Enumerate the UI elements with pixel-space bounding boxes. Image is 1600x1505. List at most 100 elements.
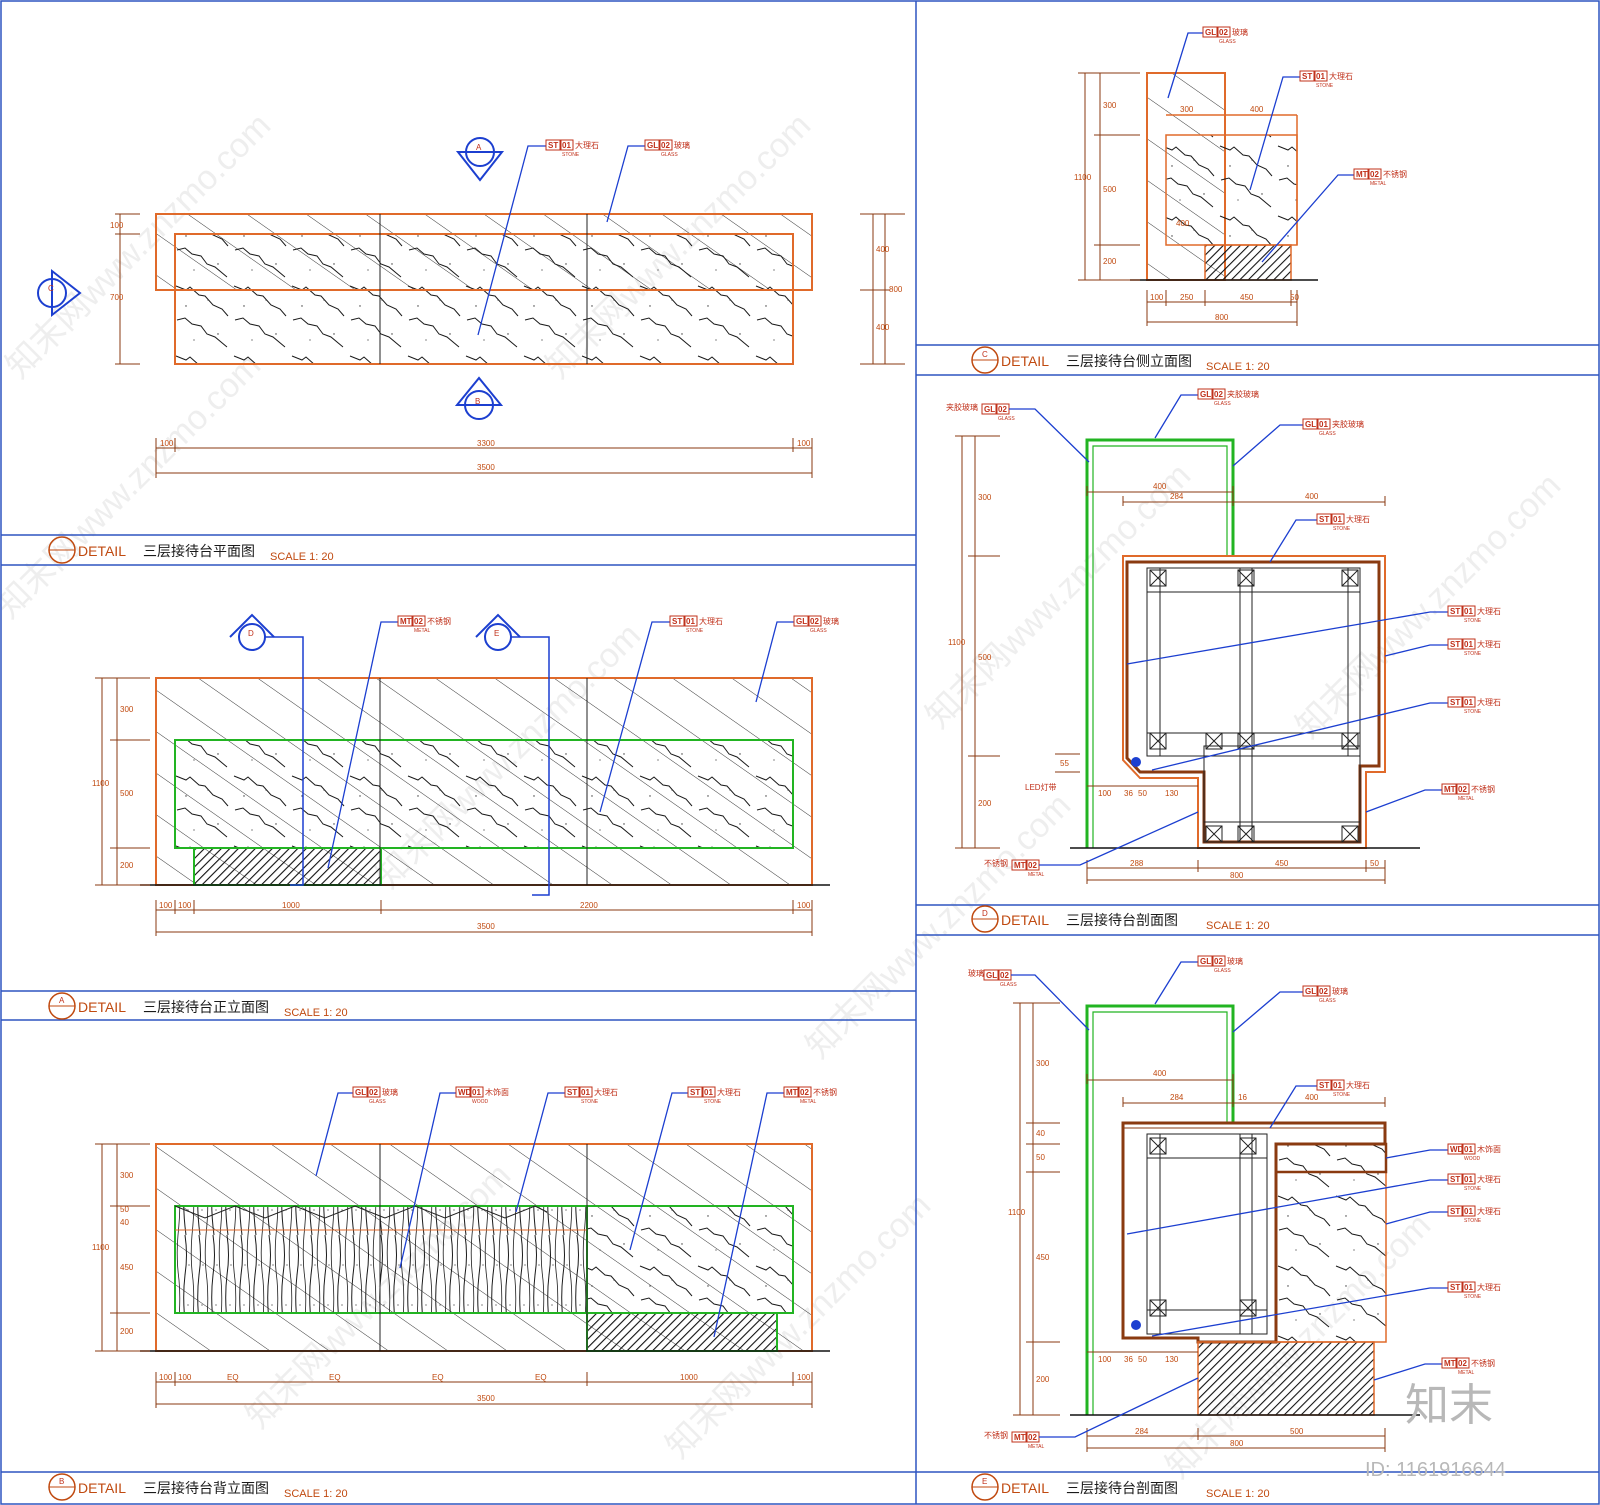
- dim: 800: [1230, 1439, 1244, 1448]
- tag-mt02: MT 02 不锈钢 METAL: [713, 1086, 837, 1338]
- dim: 284: [1170, 492, 1184, 501]
- tag-gl02: GL 02 玻璃 GLASS: [1167, 26, 1248, 99]
- tag-gl02: GL 02 玻璃 GLASS: [1232, 985, 1348, 1033]
- svg-text:不锈钢: 不锈钢: [1471, 1358, 1495, 1368]
- dim: 100: [178, 1373, 192, 1382]
- svg-text:B: B: [59, 1477, 64, 1486]
- tag-st01: ST 01 大理石 STONE: [1385, 1205, 1501, 1225]
- dim: EQ: [329, 1373, 341, 1382]
- brand-logo-text: 知末: [1405, 1380, 1493, 1431]
- dim: 100: [797, 901, 811, 910]
- section-d-dimensions: [955, 435, 1386, 884]
- svg-text:三层接待台背立面图: 三层接待台背立面图: [143, 1480, 269, 1496]
- dim: 450: [1275, 859, 1289, 868]
- svg-text:GL: GL: [355, 1088, 366, 1097]
- dim: 1100: [948, 638, 966, 647]
- svg-text:MT: MT: [1014, 861, 1026, 870]
- tag-st01: ST 01 大理石 STONE: [1151, 1281, 1501, 1337]
- tag-st01: ST 01 大理石 STONE: [1151, 696, 1501, 771]
- dim: 100: [160, 439, 174, 448]
- tag-st01: ST 01 大理石 STONE: [477, 139, 599, 336]
- dim: 130: [1165, 789, 1179, 798]
- plan-dimensions: [115, 213, 905, 478]
- svg-text:三层接待台剖面图: 三层接待台剖面图: [1066, 1480, 1178, 1496]
- dim: 1100: [1074, 173, 1092, 182]
- svg-text:01: 01: [1464, 1207, 1473, 1216]
- tag-mt02-steel: 不锈钢 MT 02 METAL: [984, 1377, 1199, 1450]
- dim: 500: [1103, 185, 1117, 194]
- dim: 3500: [477, 922, 495, 931]
- dim: 100: [797, 439, 811, 448]
- svg-text:GLASS: GLASS: [1319, 998, 1336, 1004]
- svg-text:01: 01: [1464, 640, 1473, 649]
- section-marker-c-label: C: [48, 284, 54, 293]
- svg-text:ST: ST: [567, 1088, 577, 1097]
- svg-text:MT: MT: [1444, 785, 1456, 794]
- svg-text:大理石: 大理石: [717, 1087, 741, 1097]
- svg-text:夹胶玻璃: 夹胶玻璃: [1227, 389, 1259, 399]
- tag-mt02: MT 02 不锈钢 METAL: [1261, 168, 1407, 263]
- svg-text:STONE: STONE: [1464, 651, 1482, 657]
- dim: 36: [1124, 789, 1133, 798]
- tag-gl02: GL 02 玻璃 GLASS: [315, 1086, 398, 1177]
- svg-text:C: C: [982, 350, 988, 359]
- title-front: A DETAIL 三层接待台正立面图 SCALE 1: 20: [48, 992, 348, 1020]
- svg-text:玻璃: 玻璃: [823, 616, 839, 626]
- svg-text:ST: ST: [1450, 607, 1460, 616]
- title-section-e: E DETAIL 三层接待台剖面图 SCALE 1: 20: [971, 1473, 1270, 1501]
- dim: 100: [1098, 1355, 1112, 1364]
- svg-text:02: 02: [1214, 957, 1223, 966]
- svg-text:木饰面: 木饰面: [1477, 1144, 1501, 1154]
- section-e: 300 40 50 450 200 1100 400 284 16 400 10…: [968, 955, 1501, 1501]
- watermark-text: 知末网www.znzmo.com: [0, 346, 268, 625]
- dim: 300: [978, 493, 992, 502]
- dim: 2200: [580, 901, 598, 910]
- svg-text:夹胶玻璃: 夹胶玻璃: [946, 402, 978, 412]
- svg-text:MT: MT: [786, 1088, 798, 1097]
- svg-text:01: 01: [1464, 1283, 1473, 1292]
- section-marker-b-label: B: [475, 397, 480, 406]
- dim: 100: [1098, 789, 1112, 798]
- svg-text:GLASS: GLASS: [998, 416, 1015, 422]
- dim: 200: [120, 1327, 134, 1336]
- svg-text:GLASS: GLASS: [1214, 401, 1231, 407]
- svg-text:STONE: STONE: [562, 152, 580, 158]
- svg-text:ST: ST: [1450, 698, 1460, 707]
- tag-wd01: WD 01 木饰面 WOOD: [399, 1086, 509, 1269]
- dim: 300: [120, 1171, 134, 1180]
- svg-text:ST: ST: [1302, 72, 1312, 81]
- svg-text:不锈钢: 不锈钢: [813, 1087, 837, 1097]
- dim: 400: [1153, 1069, 1167, 1078]
- svg-text:METAL: METAL: [414, 628, 431, 634]
- svg-text:不锈钢: 不锈钢: [984, 858, 1008, 868]
- svg-text:STONE: STONE: [1464, 1218, 1482, 1224]
- svg-text:三层接待台平面图: 三层接待台平面图: [143, 543, 255, 559]
- svg-text:DETAIL: DETAIL: [78, 543, 126, 559]
- svg-text:01: 01: [1464, 1145, 1473, 1154]
- led-label: LED灯带: [1025, 782, 1057, 792]
- svg-text:01: 01: [1333, 1081, 1342, 1090]
- svg-text:ST: ST: [690, 1088, 700, 1097]
- svg-text:不锈钢: 不锈钢: [1471, 784, 1495, 794]
- svg-text:METAL: METAL: [1028, 872, 1045, 878]
- svg-text:玻璃: 玻璃: [1232, 27, 1248, 37]
- dim: 500: [120, 789, 134, 798]
- svg-text:大理石: 大理石: [594, 1087, 618, 1097]
- svg-text:GLASS: GLASS: [1214, 968, 1231, 974]
- svg-text:SCALE 1: 20: SCALE 1: 20: [1206, 920, 1270, 932]
- dim: 1100: [1008, 1208, 1026, 1217]
- section-marker-e: E: [475, 613, 550, 896]
- svg-text:GLASS: GLASS: [369, 1099, 386, 1105]
- section-e-dimensions: [1013, 1002, 1386, 1452]
- svg-text:E: E: [982, 1477, 987, 1486]
- svg-text:ST: ST: [1319, 515, 1329, 524]
- section-marker-d: D: [229, 613, 304, 886]
- svg-text:METAL: METAL: [800, 1099, 817, 1105]
- dim: 400: [1305, 492, 1319, 501]
- svg-text:ST: ST: [1450, 1283, 1460, 1292]
- dim: 800: [1215, 313, 1229, 322]
- title-section-d: D DETAIL 三层接待台剖面图 SCALE 1: 20: [971, 905, 1270, 933]
- front-dimensions: [95, 677, 813, 936]
- section-marker-e-label: E: [494, 629, 499, 638]
- section-marker-b: B: [454, 376, 504, 420]
